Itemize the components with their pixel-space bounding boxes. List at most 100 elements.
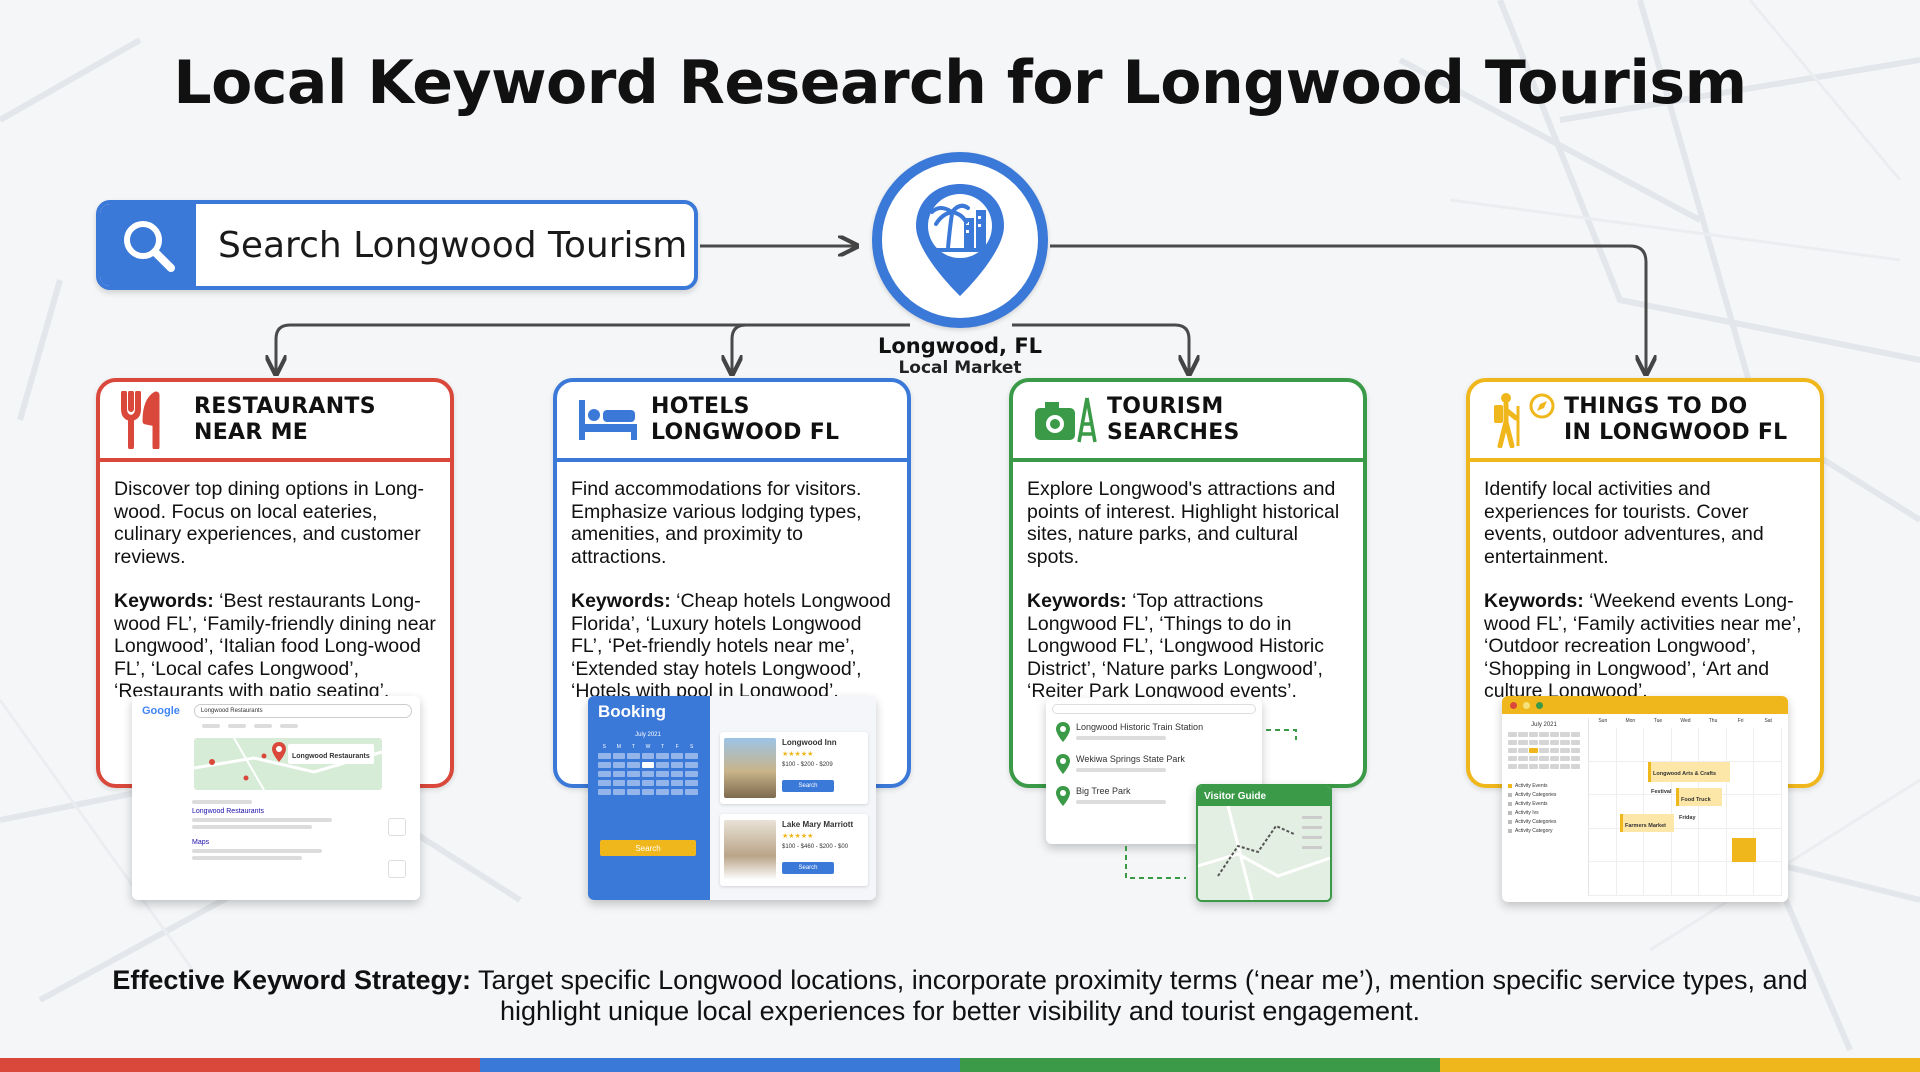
mini-calendar-day[interactable]	[1528, 732, 1539, 737]
calendar-highlight[interactable]	[1732, 838, 1756, 862]
week-cell[interactable]	[1589, 862, 1617, 896]
search-button[interactable]	[100, 204, 196, 286]
search-result-link[interactable]: Longwood Restaurants	[192, 808, 264, 815]
calendar-day[interactable]	[656, 762, 669, 768]
calendar-day[interactable]	[612, 789, 626, 795]
window-minimize-dot[interactable]	[1523, 701, 1530, 709]
calendar-day[interactable]	[641, 789, 655, 795]
mini-calendar-day[interactable]	[1528, 756, 1539, 761]
mini-calendar-day[interactable]	[1549, 764, 1560, 769]
window-close-dot[interactable]	[1510, 701, 1517, 709]
mini-calendar-day[interactable]	[1549, 748, 1560, 753]
mini-calendar-day[interactable]	[1549, 740, 1560, 745]
mini-calendar[interactable]	[1508, 732, 1580, 769]
week-cell[interactable]	[1616, 728, 1645, 762]
calendar-day[interactable]	[670, 771, 684, 777]
google-search-box[interactable]: Longwood Restaurants	[193, 704, 412, 718]
week-cell[interactable]	[1616, 862, 1645, 896]
mini-calendar-day[interactable]	[1518, 756, 1528, 761]
mini-calendar-day[interactable]	[1549, 732, 1560, 737]
calendar-event[interactable]: Farmers Market	[1620, 814, 1674, 832]
calendar-day[interactable]	[627, 762, 640, 768]
week-cell[interactable]	[1671, 862, 1700, 896]
week-cell[interactable]	[1699, 828, 1727, 863]
hotel-search-button[interactable]: Search	[782, 862, 834, 874]
calendar-day[interactable]	[685, 771, 698, 777]
week-cell[interactable]	[1616, 828, 1645, 863]
guide-map[interactable]	[1198, 805, 1330, 900]
calendar-day[interactable]	[641, 753, 655, 759]
week-cell[interactable]	[1644, 728, 1672, 762]
hotel-listing[interactable]: Lake Mary Marriott ★★★★★ $100 - $460 - $…	[720, 814, 868, 886]
calendar-day[interactable]	[685, 753, 698, 759]
mini-calendar-day[interactable]	[1539, 740, 1549, 745]
mini-calendar-day[interactable]	[1570, 764, 1580, 769]
week-cell[interactable]	[1644, 828, 1672, 863]
search-bar[interactable]: Search Longwood Tourism	[96, 200, 698, 290]
calendar-day[interactable]	[598, 762, 611, 768]
hotel-listing[interactable]: Longwood Inn ★★★★★ $100 - $200 - $209 Se…	[720, 732, 868, 804]
calendar-day[interactable]	[656, 771, 669, 777]
mini-calendar-day[interactable]	[1570, 740, 1580, 745]
mini-calendar-day[interactable]	[1549, 756, 1560, 761]
mini-calendar-day[interactable]	[1570, 756, 1580, 761]
mini-calendar-day[interactable]	[1508, 748, 1518, 753]
calendar-day[interactable]	[656, 753, 669, 759]
search-result-link[interactable]: Maps	[192, 839, 210, 846]
mini-calendar-day[interactable]	[1560, 764, 1570, 769]
place-item[interactable]: Longwood Historic Train Station	[1056, 722, 1254, 742]
calendar-day[interactable]	[598, 771, 611, 777]
week-cell[interactable]	[1726, 795, 1755, 829]
mini-calendar-day[interactable]	[1508, 764, 1518, 769]
calendar-day[interactable]	[627, 771, 640, 777]
week-cell[interactable]	[1699, 795, 1727, 829]
mini-calendar-day[interactable]	[1560, 732, 1570, 737]
calendar-event[interactable]: Food Truck Friday	[1676, 788, 1722, 821]
search-input[interactable]: Search Longwood Tourism	[218, 224, 688, 266]
week-cell[interactable]	[1754, 795, 1782, 829]
mini-calendar-day[interactable]	[1508, 756, 1518, 761]
week-cell[interactable]	[1754, 862, 1782, 896]
calendar-day[interactable]	[685, 780, 698, 786]
week-cell[interactable]	[1589, 761, 1617, 796]
mini-calendar-day[interactable]	[1539, 748, 1549, 753]
mini-calendar-day[interactable]	[1539, 732, 1549, 737]
calendar-day[interactable]	[656, 780, 669, 786]
calendar-event[interactable]: Longwood Arts & Crafts Festival	[1648, 762, 1730, 795]
mini-calendar-day[interactable]	[1560, 740, 1570, 745]
calendar-day[interactable]	[627, 753, 640, 759]
mini-calendar-day[interactable]	[1528, 764, 1539, 769]
week-cell[interactable]	[1699, 862, 1727, 896]
calendar-day[interactable]	[641, 762, 655, 768]
mini-calendar-day[interactable]	[1528, 748, 1539, 753]
calendar-day[interactable]	[670, 780, 684, 786]
calendar-day[interactable]	[612, 780, 626, 786]
mini-calendar-day[interactable]	[1518, 740, 1528, 745]
week-cell[interactable]	[1671, 828, 1700, 863]
calendar-day[interactable]	[685, 789, 698, 795]
week-cell[interactable]	[1644, 862, 1672, 896]
calendar-day[interactable]	[627, 780, 640, 786]
week-cell[interactable]	[1699, 728, 1727, 762]
week-cell[interactable]	[1589, 828, 1617, 863]
calendar-day[interactable]	[670, 789, 684, 795]
mini-calendar-day[interactable]	[1539, 764, 1549, 769]
places-search-box[interactable]	[1052, 704, 1256, 714]
hotel-search-button[interactable]: Search	[782, 780, 834, 792]
mini-calendar-day[interactable]	[1518, 732, 1528, 737]
mini-calendar-day[interactable]	[1508, 740, 1518, 745]
calendar-day[interactable]	[612, 771, 626, 777]
calendar-day[interactable]	[598, 780, 611, 786]
mini-calendar-day[interactable]	[1518, 764, 1528, 769]
week-cell[interactable]	[1726, 728, 1755, 762]
week-cell[interactable]	[1754, 761, 1782, 796]
mini-calendar-day[interactable]	[1508, 732, 1518, 737]
mini-calendar-day[interactable]	[1518, 748, 1528, 753]
calendar-day[interactable]	[641, 780, 655, 786]
calendar-day[interactable]	[656, 789, 669, 795]
mini-calendar-day[interactable]	[1528, 740, 1539, 745]
calendar-day[interactable]	[627, 789, 640, 795]
google-map-preview[interactable]: Longwood Restaurants	[193, 737, 383, 791]
place-item[interactable]: Big Tree Park	[1056, 786, 1254, 806]
